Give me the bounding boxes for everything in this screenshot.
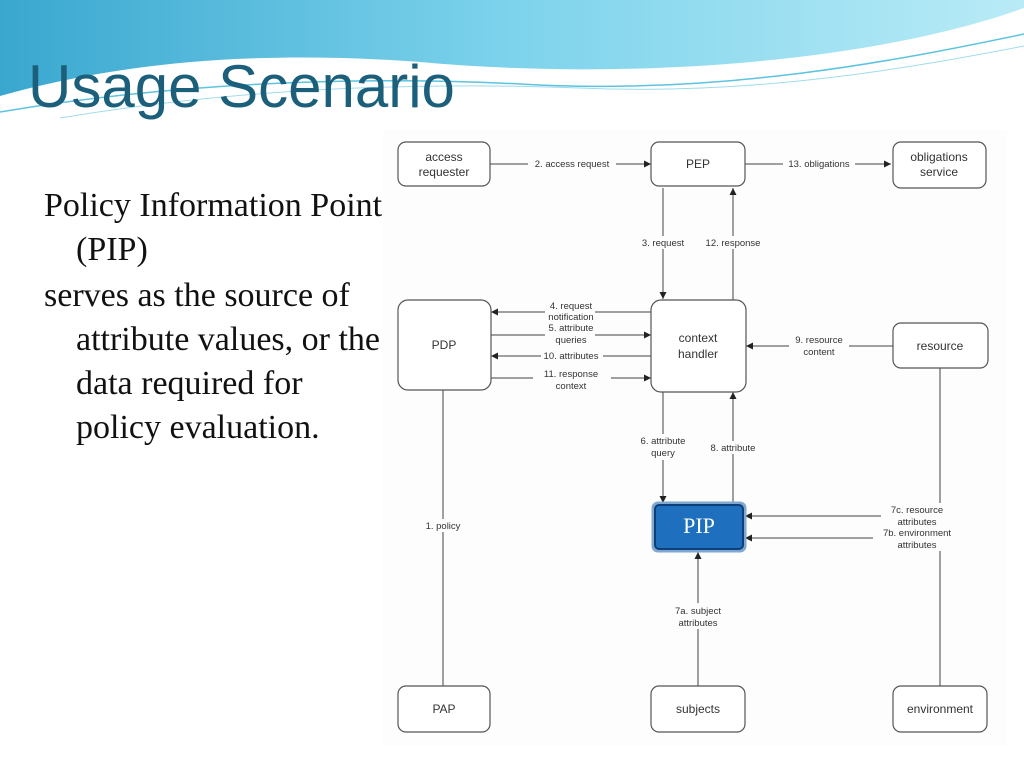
context-handler-label-1: context bbox=[679, 331, 718, 345]
response-context-label-1: 11. response bbox=[544, 369, 598, 380]
resource-node: resource bbox=[892, 322, 989, 369]
attribute-query-label-2: query bbox=[651, 448, 675, 459]
slide-body: Policy Information Point (PIP) serves as… bbox=[44, 184, 384, 452]
context-handler-label-2: handler bbox=[678, 347, 718, 361]
attribute-queries-label-2: queries bbox=[555, 335, 586, 346]
xacml-dataflow-diagram: 2. access request 13. obligations 3. req… bbox=[397, 141, 989, 733]
obligations-service-label-2: service bbox=[920, 165, 958, 179]
decorative-waves bbox=[0, 0, 1024, 119]
obligations-label: 13. obligations bbox=[788, 159, 850, 170]
environment-attributes-label-2: attributes bbox=[897, 540, 936, 551]
environment-label: environment bbox=[907, 702, 974, 716]
attribute-query-label-1: 6. attribute bbox=[641, 436, 686, 447]
attribute-queries-label-1: 5. attribute bbox=[549, 323, 594, 334]
slide-title: Usage Scenario bbox=[28, 53, 455, 120]
pip-label: PIP bbox=[683, 513, 715, 538]
environment-attributes-label-1: 7b. environment bbox=[883, 528, 951, 539]
resource-attributes-label-2: attributes bbox=[897, 517, 936, 528]
obligations-service-node: obligations service bbox=[892, 141, 987, 189]
resource-content-label-1: 9. resource bbox=[795, 335, 843, 346]
attributes-label: 10. attributes bbox=[544, 351, 599, 362]
pdp-label: PDP bbox=[432, 338, 457, 352]
access-requester-label-2: requester bbox=[419, 165, 470, 179]
access-request-label: 2. access request bbox=[535, 159, 610, 170]
subject-attributes-label-2: attributes bbox=[678, 618, 717, 629]
subjects-node: subjects bbox=[650, 685, 746, 733]
pap-node: PAP bbox=[397, 685, 491, 733]
pep-node: PEP bbox=[650, 141, 746, 187]
access-requester-label-1: access bbox=[425, 150, 462, 164]
obligations-service-label-1: obligations bbox=[910, 150, 967, 164]
pip-description-text: serves as the source of attribute values… bbox=[44, 277, 381, 446]
pep-label: PEP bbox=[686, 157, 710, 171]
pdp-node: PDP bbox=[397, 299, 492, 391]
request-label: 3. request bbox=[642, 238, 685, 249]
response-context-label-2: context bbox=[556, 381, 587, 392]
resource-content-label-2: content bbox=[803, 347, 835, 358]
request-notification-label-2: notification bbox=[548, 312, 593, 323]
context-handler-node: context handler bbox=[650, 299, 747, 393]
request-notification-label-1: 4. request bbox=[550, 301, 593, 312]
resource-attributes-label-1: 7c. resource bbox=[891, 505, 943, 516]
pip-node: PIP bbox=[651, 501, 747, 553]
response-label: 12. response bbox=[706, 238, 761, 249]
environment-node: environment bbox=[892, 685, 988, 733]
attribute-label: 8. attribute bbox=[711, 443, 756, 454]
subjects-label: subjects bbox=[676, 702, 720, 716]
policy-label: 1. policy bbox=[426, 521, 461, 532]
resource-label: resource bbox=[917, 339, 964, 353]
pap-label: PAP bbox=[432, 702, 455, 716]
access-requester-node: access requester bbox=[397, 141, 491, 187]
diagram-panel bbox=[383, 130, 1007, 746]
pip-heading-text: Policy Information Point (PIP) bbox=[44, 187, 383, 268]
subject-attributes-label-1: 7a. subject bbox=[675, 606, 721, 617]
